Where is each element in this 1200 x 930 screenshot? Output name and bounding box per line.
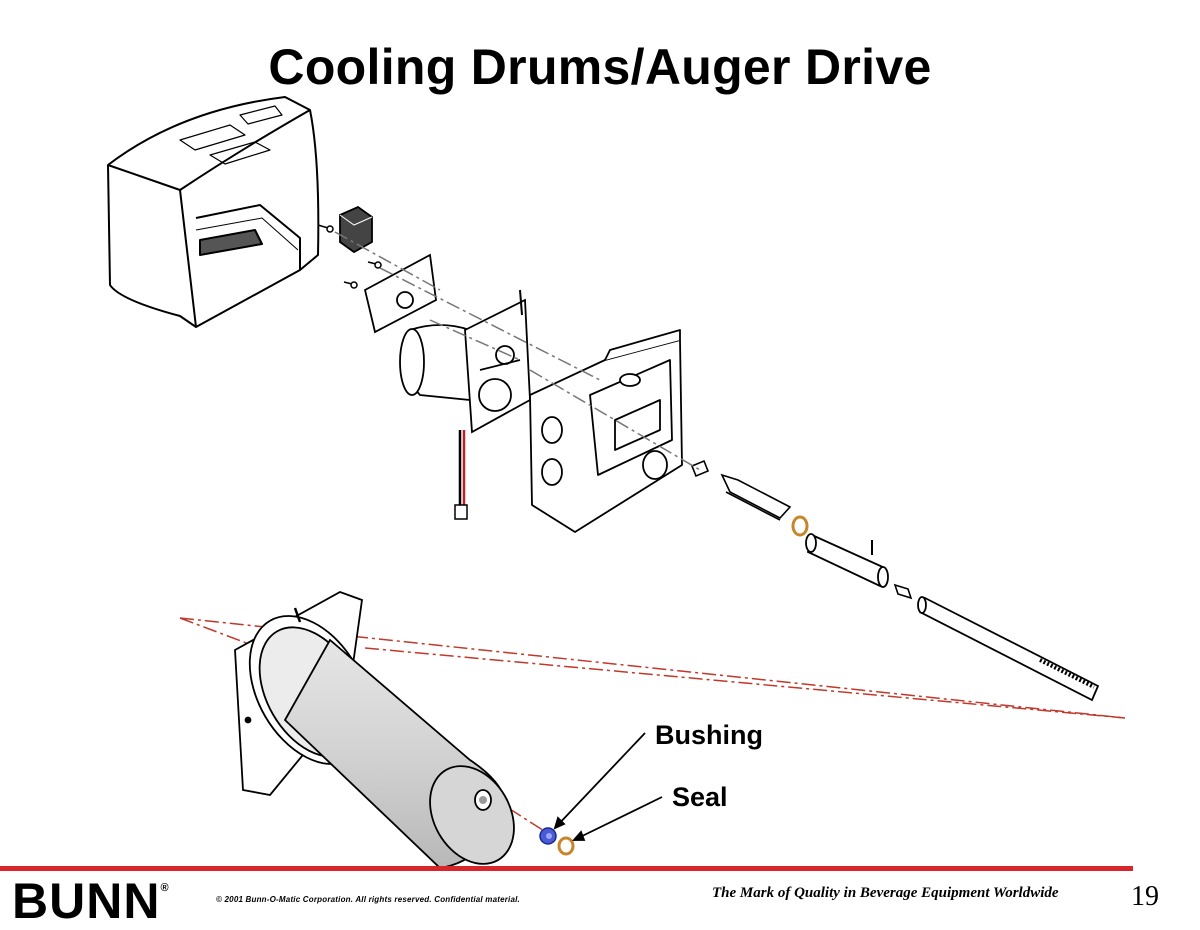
bushing-part: [539, 827, 557, 845]
tagline: The Mark of Quality in Beverage Equipmen…: [712, 885, 1059, 901]
page-number: 19: [1131, 881, 1159, 912]
control-box: [339, 205, 373, 254]
slide-title: Cooling Drums/Auger Drive: [268, 39, 932, 95]
callout-leaders: [553, 732, 663, 841]
cooling-drum: [234, 591, 515, 869]
gear-motor: [399, 289, 531, 434]
bushing-label: Bushing: [655, 720, 763, 750]
auger-shaft: [917, 596, 1100, 702]
brand-name: BUNN: [12, 873, 161, 929]
clip-parts: [690, 459, 792, 521]
screws: [317, 224, 382, 289]
key-part: [893, 583, 913, 600]
brand-logo: BUNN®: [12, 872, 170, 930]
mounting-bracket: [363, 253, 437, 334]
coupler-tube: [805, 533, 889, 588]
o-ring: [791, 515, 809, 537]
footer-rule: [0, 866, 1133, 871]
seal-label: Seal: [672, 782, 728, 812]
cover-hood: [107, 96, 320, 328]
drive-frame: [529, 329, 683, 533]
wire-harness: [454, 430, 468, 520]
seal-part: [557, 836, 575, 856]
copyright-notice: © 2001 Bunn-O-Matic Corporation. All rig…: [216, 895, 520, 904]
registered-mark: ®: [160, 882, 170, 894]
